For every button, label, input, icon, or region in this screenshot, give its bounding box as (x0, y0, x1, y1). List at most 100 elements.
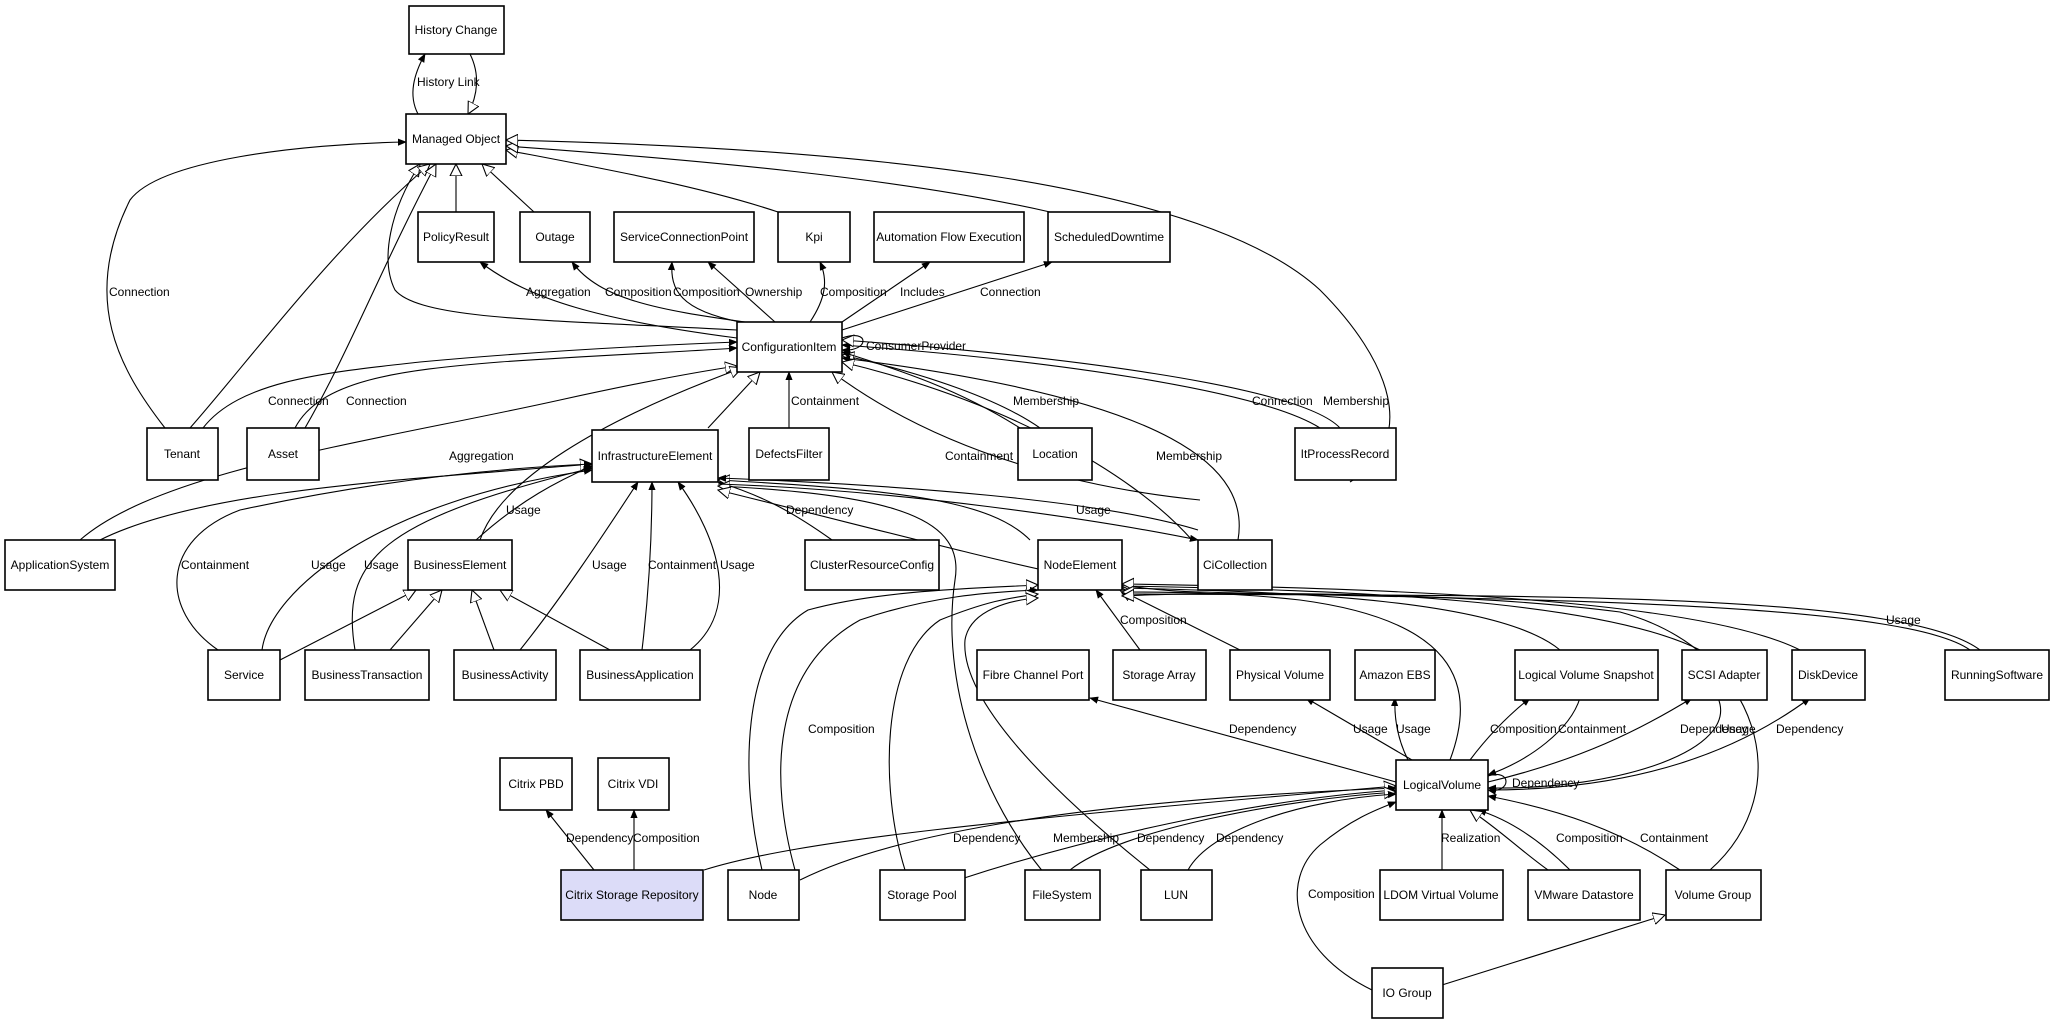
node-outage[interactable]: Outage (519, 211, 591, 263)
edge-label: Containment (1558, 722, 1627, 736)
node-service-connection-point[interactable]: ServiceConnectionPoint (613, 211, 755, 263)
svg-text:BusinessApplication: BusinessApplication (586, 668, 693, 682)
svg-text:Location: Location (1032, 447, 1077, 461)
edge-label: Composition (820, 285, 887, 299)
svg-text:BusinessActivity: BusinessActivity (462, 668, 549, 682)
node-history-change[interactable]: History Change (408, 5, 505, 55)
node-logical-volume[interactable]: LogicalVolume (1395, 759, 1489, 811)
edge-appsys-ie (99, 464, 592, 541)
node-io-group[interactable]: IO Group (1371, 967, 1444, 1019)
node-vmware-datastore[interactable]: VMware Datastore (1527, 869, 1641, 921)
edge-lvs-lv-containment (1487, 697, 1581, 776)
svg-text:Kpi: Kpi (805, 230, 822, 244)
node-running-software[interactable]: RunningSoftware (1944, 649, 2050, 701)
svg-text:Asset: Asset (268, 447, 299, 461)
node-physical-volume[interactable]: Physical Volume (1229, 649, 1331, 701)
edge-tenant-managedobject (189, 164, 430, 429)
node-it-process-record[interactable]: ItProcessRecord (1294, 427, 1397, 481)
edge-itpr-ci-connection (841, 341, 1321, 429)
node-asset[interactable]: Asset (246, 427, 320, 481)
edge-label: Connection (346, 394, 407, 408)
edge-scsi-lv-usage (1487, 697, 1721, 792)
node-managed-object[interactable]: Managed Object (405, 113, 507, 165)
node-policy-result[interactable]: PolicyResult (417, 211, 495, 263)
edge-ie-ci (707, 372, 760, 429)
edge-service-be (279, 590, 416, 661)
edge-lv-ebs (1391, 697, 1409, 761)
edge-label: ConsumerProvider (866, 339, 966, 353)
node-citrix-pbd[interactable]: Citrix PBD (499, 757, 573, 811)
edge-label: Usage (506, 503, 541, 517)
edge-historychange-managedobject (468, 53, 477, 114)
edge-storagepool-ne (888, 594, 1038, 871)
edge-lv-disk (1487, 697, 1811, 791)
edge-tenant-managedobject-connection (106, 138, 407, 429)
svg-text:VMware Datastore: VMware Datastore (1534, 888, 1634, 902)
node-fibre-channel-port[interactable]: Fibre Channel Port (976, 649, 1090, 701)
node-infrastructure-element[interactable]: InfrastructureElement (591, 429, 719, 483)
node-volume-group[interactable]: Volume Group (1665, 869, 1762, 921)
node-file-system[interactable]: FileSystem (1024, 869, 1101, 921)
edge-ie-cicollection (717, 483, 1199, 542)
node-business-transaction[interactable]: BusinessTransaction (304, 649, 430, 701)
node-configuration-item[interactable]: ConfigurationItem (736, 321, 843, 373)
edge-ci-policyresult (479, 261, 738, 339)
edge-storagepool-lv (957, 786, 1397, 881)
svg-text:SCSI Adapter: SCSI Adapter (1688, 668, 1761, 682)
edge-io-lv (1296, 801, 1397, 991)
edge-cicollection-ie (717, 474, 1199, 531)
node-logical-volume-snapshot[interactable]: Logical Volume Snapshot (1514, 649, 1659, 701)
svg-text:BusinessTransaction: BusinessTransaction (312, 668, 423, 682)
node-tenant[interactable]: Tenant (146, 427, 219, 481)
edge-label: Usage (1076, 503, 1111, 517)
edges (79, 53, 1981, 991)
edge-bapp-ie-usage (677, 481, 721, 651)
svg-text:ServiceConnectionPoint: ServiceConnectionPoint (620, 230, 749, 244)
edge-ci-self (841, 335, 864, 355)
node-automation-flow-execution[interactable]: Automation Flow Execution (873, 211, 1025, 263)
node-service[interactable]: Service (207, 649, 281, 701)
edge-runningsoftware-ne (1121, 590, 1981, 651)
edge-label: Connection (109, 285, 170, 299)
edge-itprocessrecord-managedobject (506, 140, 1391, 483)
node-ci-collection[interactable]: CiCollection (1197, 539, 1273, 591)
node-amazon-ebs[interactable]: Amazon EBS (1354, 649, 1436, 701)
edge-label: Dependency (1229, 722, 1296, 736)
node-kpi[interactable]: Kpi (777, 211, 851, 263)
edge-lun-ne (964, 598, 1151, 871)
node-storage-pool[interactable]: Storage Pool (879, 869, 966, 921)
edge-lv-pv (1305, 697, 1413, 761)
node-ldom-virtual-volume[interactable]: LDOM Virtual Volume (1379, 869, 1504, 921)
node-citrix-vdi[interactable]: Citrix VDI (597, 757, 670, 811)
node-node-element[interactable]: NodeElement (1037, 539, 1123, 591)
node-node[interactable]: Node (727, 869, 800, 921)
edge-label: Composition (1556, 831, 1623, 845)
node-location[interactable]: Location (1017, 427, 1093, 481)
edge-label: Composition (808, 722, 875, 736)
node-disk-device[interactable]: DiskDevice (1791, 649, 1866, 701)
edge-lv-ne (1122, 592, 1462, 761)
svg-text:RunningSoftware: RunningSoftware (1951, 668, 2043, 682)
svg-text:Tenant: Tenant (164, 447, 201, 461)
node-scsi-adapter[interactable]: SCSI Adapter (1681, 649, 1768, 701)
edge-fs-ie (718, 486, 1051, 881)
node-application-system[interactable]: ApplicationSystem (4, 539, 116, 591)
edge-lun-lv (1187, 790, 1397, 871)
node-cluster-resource-config[interactable]: ClusterResourceConfig (804, 539, 940, 591)
svg-text:LDOM Virtual Volume: LDOM Virtual Volume (1383, 888, 1498, 902)
edge-label: Composition (673, 285, 740, 299)
node-business-element[interactable]: BusinessElement (407, 539, 513, 591)
edge-cicollection-ci-membership (841, 355, 1240, 541)
edge-label: Membership (1053, 831, 1119, 845)
node-business-activity[interactable]: BusinessActivity (453, 649, 557, 701)
node-business-application[interactable]: BusinessApplication (579, 649, 701, 701)
node-lun[interactable]: LUN (1140, 869, 1213, 921)
node-scheduled-downtime[interactable]: ScheduledDowntime (1047, 211, 1171, 263)
edge-label: Dependency (1680, 722, 1747, 736)
edge-label: Dependency (953, 831, 1020, 845)
node-storage-array[interactable]: Storage Array (1112, 649, 1207, 701)
node-citrix-storage-repository[interactable]: Citrix Storage Repository (560, 869, 704, 921)
node-defects-filter[interactable]: DefectsFilter (748, 427, 830, 481)
edge-label: Dependency (1137, 831, 1204, 845)
edge-asset-ci (294, 344, 738, 429)
